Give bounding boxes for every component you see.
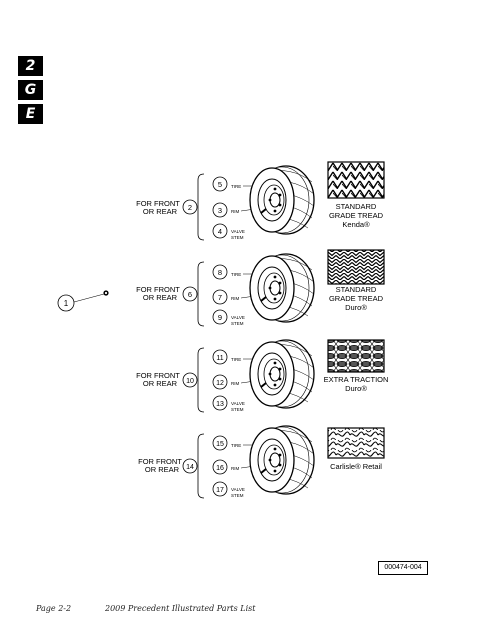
group-1-tread-caption-3: Kenda® (342, 220, 370, 229)
group-2-part-tire-label: TIRE (231, 272, 241, 277)
group-2-part-rim-label: RIM (231, 296, 240, 301)
group-4-part-rim-number: 16 (216, 465, 224, 472)
group-4-part-rim-label: RIM (231, 466, 240, 471)
group-2-tread-caption-3: Duro® (345, 303, 367, 312)
group-3-part-valve-number: 13 (216, 401, 224, 408)
group-1-part-valve-label-1: VALVE (231, 229, 245, 234)
group-1-part-rim-number: 3 (218, 206, 222, 215)
group-3-position-label-line-2: OR REAR (143, 379, 178, 388)
group-3-part-rim-label: RIM (231, 381, 240, 386)
group-2-part-rim-number: 7 (218, 293, 222, 302)
group-1-part-tire-number: 5 (218, 180, 222, 189)
group-3-tread-caption-2: Duro® (345, 384, 367, 393)
group-4-part-tire-number: 15 (216, 441, 224, 448)
group-2-assembly-number: 6 (188, 290, 192, 299)
section-tab-e: E (18, 104, 43, 124)
group-2-tread-caption-1: STANDARD (336, 285, 377, 294)
group-1-part-rim-label: RIM (231, 209, 240, 214)
group-4-assembly-number: 14 (186, 464, 194, 471)
group-2-position-label-line-1: FOR FRONT (136, 285, 180, 294)
group-3-assembly-number: 10 (186, 378, 194, 385)
group-2-position-label-line-2: OR REAR (143, 293, 178, 302)
callout-main: 1 (57, 294, 75, 312)
section-tab-g: G (18, 80, 43, 100)
group-1-position-label-line-1: FOR FRONT (136, 199, 180, 208)
callout-main-number: 1 (64, 299, 69, 308)
group-3-part-valve-label-2: STEM (231, 407, 244, 412)
figure-number: 000474-004 (378, 561, 428, 575)
footer-page-number: Page 2-2 (36, 604, 72, 613)
group-4-part-valve-label-1: VALVE (231, 487, 245, 492)
wheel-3-illustration (249, 339, 315, 409)
wheel-2-illustration (249, 253, 315, 323)
group-3-part-tire-label: TIRE (231, 357, 241, 362)
group-3-position-label-line-1: FOR FRONT (136, 371, 180, 380)
footer-document-title: 2009 Precedent Illustrated Parts List (105, 604, 256, 613)
group-1-position-label-line-2: OR REAR (143, 207, 178, 216)
group-4-tread-caption-1: Carlisle® Retail (330, 462, 382, 471)
group-4-position-label-line-1: FOR FRONT (138, 457, 182, 466)
group-2-part-valve-label-2: STEM (231, 321, 244, 326)
group-3-part-tire-number: 11 (216, 355, 223, 362)
wheel-group-4: FOR FRONT OR REAR 14 15 TIRE 16 RIM 17 V… (138, 425, 385, 499)
group-4-part-valve-label-2: STEM (231, 493, 244, 498)
section-tab-2: 2 (18, 56, 43, 76)
wheel-1-illustration (249, 165, 315, 235)
wheel-group-1: FOR FRONT OR REAR 2 5 TIRE 3 RIM 4 VALVE… (136, 161, 385, 241)
group-4-part-tire-label: TIRE (231, 443, 241, 448)
group-2-part-tire-number: 8 (218, 268, 222, 277)
group-4-part-valve-number: 17 (216, 487, 224, 494)
group-1-part-valve-label-2: STEM (231, 235, 244, 240)
tread-pattern-duro-extra-traction (327, 339, 385, 373)
wheel-group-3: FOR FRONT OR REAR 10 11 TIRE 12 RIM 13 V… (136, 339, 389, 413)
group-2-tread-caption-2: GRADE TREAD (329, 294, 384, 303)
tread-pattern-kenda (327, 161, 385, 199)
group-1-part-tire-label: TIRE (231, 184, 241, 189)
group-1-assembly-number: 2 (188, 203, 192, 212)
group-3-part-rim-number: 12 (216, 380, 224, 387)
tread-pattern-carlisle (327, 427, 385, 459)
group-4-position-label-line-2: OR REAR (145, 465, 180, 474)
group-3-part-valve-label-1: VALVE (231, 401, 245, 406)
group-2-part-valve-label-1: VALVE (231, 315, 245, 320)
wheel-4-illustration (249, 425, 315, 495)
wheel-group-2: FOR FRONT OR REAR 6 8 TIRE 7 RIM 9 VALVE… (136, 249, 385, 327)
valve-stem-part-icon (103, 290, 109, 296)
group-1-part-valve-number: 4 (218, 227, 222, 236)
group-1-tread-caption-1: STANDARD (336, 202, 377, 211)
group-2-part-valve-number: 9 (218, 313, 222, 322)
group-3-tread-caption-1: EXTRA TRACTION (324, 375, 389, 384)
tread-pattern-duro-standard (327, 249, 385, 285)
group-1-tread-caption-2: GRADE TREAD (329, 211, 384, 220)
